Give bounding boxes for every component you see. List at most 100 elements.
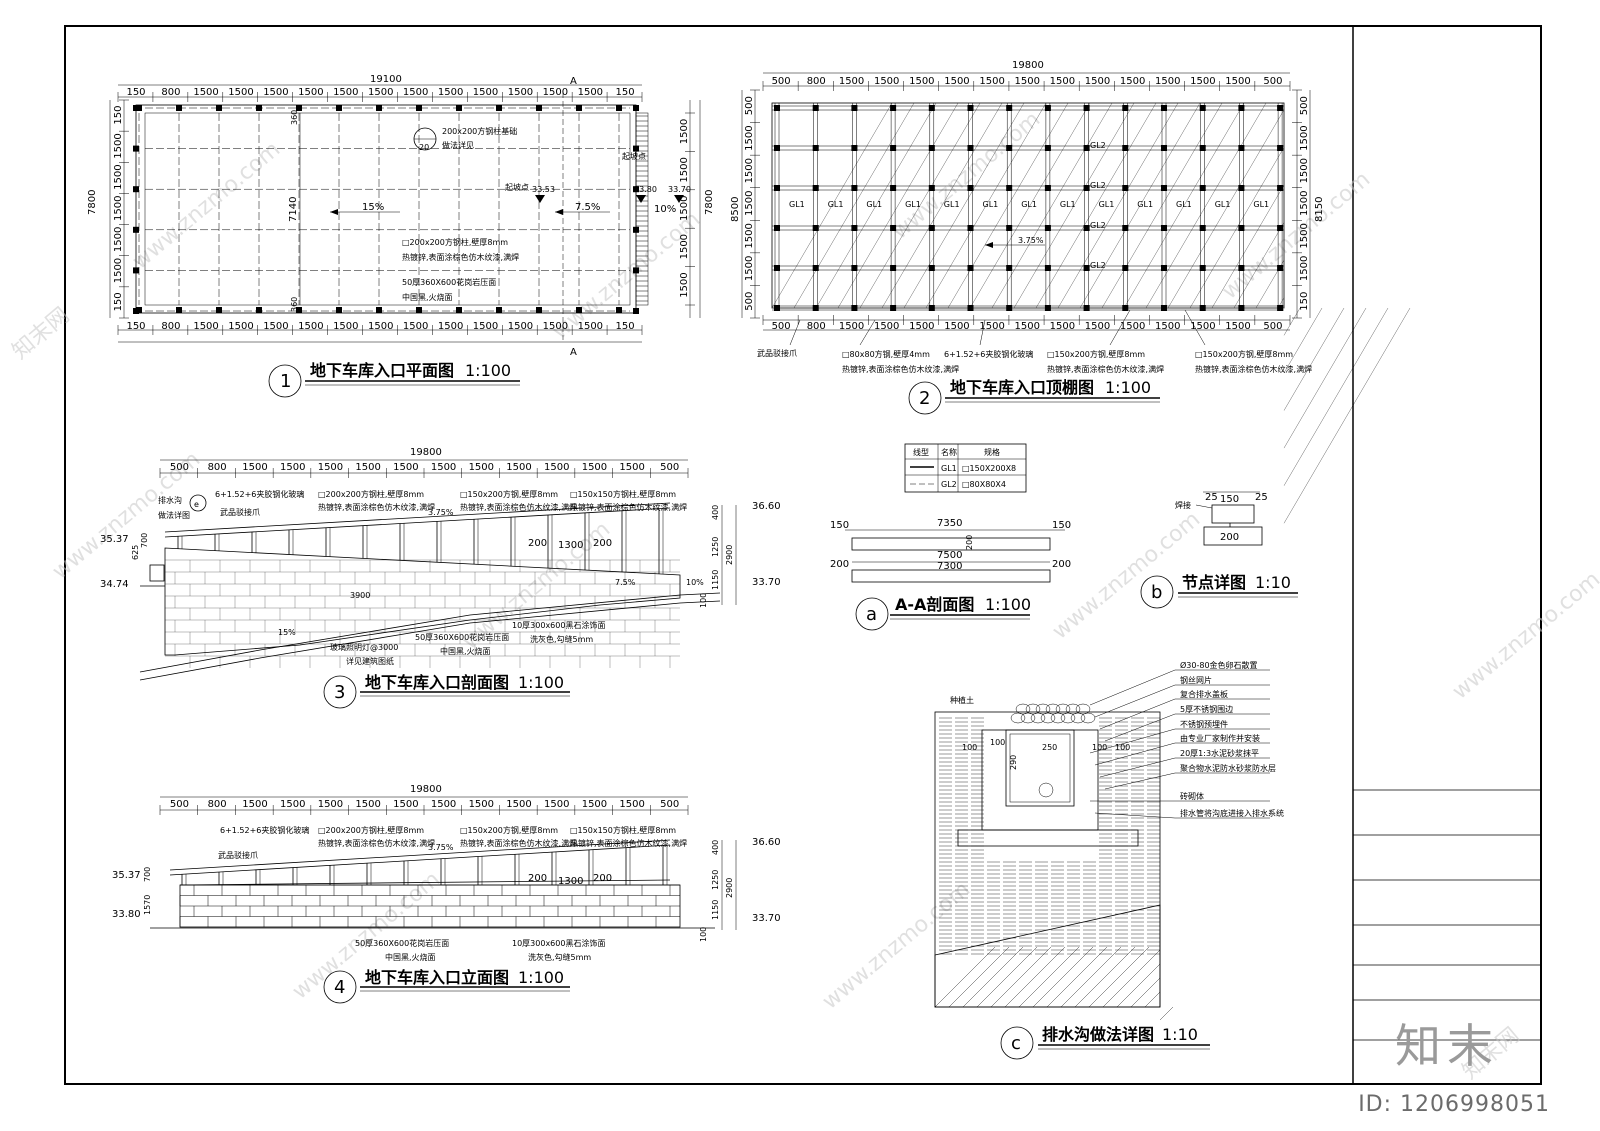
aa-title: A-A剖面图 — [895, 595, 974, 614]
plan-column — [376, 307, 382, 313]
plan-bottom-dim-5: 1500 — [298, 321, 323, 332]
ceiling-top-dim-2: 1500 — [839, 76, 864, 87]
gl2-label: GL2 — [1090, 261, 1106, 270]
ceiling-top-dim-8: 1500 — [1050, 76, 1075, 87]
ceiling-glass-hatch — [771, 102, 1411, 524]
plan-column — [616, 105, 622, 111]
section-note-8: □150x150方钢柱,壁厚8mm — [570, 489, 676, 499]
plan-index: 1 — [280, 371, 291, 392]
plan-column — [133, 186, 139, 193]
plan-top-dim-13: 1500 — [578, 87, 603, 98]
drain-note-4: 不锈钢预埋件 — [1180, 719, 1228, 729]
elevation-top-dim-6: 1500 — [393, 799, 418, 810]
gl1-label: GL1 — [866, 200, 882, 209]
drain-dim-100b: 100 — [1092, 743, 1107, 752]
section-top-dim-6: 1500 — [393, 462, 418, 473]
elevation-note-6: □150x150方钢柱,壁厚8mm — [570, 825, 676, 835]
elevation-note-9: 中国黑,火烧面 — [385, 952, 436, 962]
section-top-dim-11: 1500 — [582, 462, 607, 473]
plan-elev-1: 33.53 — [532, 185, 555, 194]
drain-title: 排水沟做法详图 — [1042, 1025, 1154, 1044]
ceiling-bottom-dim-7: 1500 — [1015, 321, 1040, 332]
section-note-11: 中国黑,火烧面 — [440, 646, 491, 656]
ceiling-bottom-dim-3: 1500 — [874, 321, 899, 332]
plan-column — [296, 105, 302, 111]
plan-ramp-hatch — [635, 112, 649, 306]
plan-column — [536, 105, 542, 111]
section-mark-bottom: A — [570, 347, 577, 358]
elevation-h-2900: 2900 — [725, 878, 734, 898]
legend-header-type: 线型 — [913, 447, 929, 457]
elevation-scale: 1:100 — [518, 968, 564, 987]
node-dim-25b: 25 — [1255, 492, 1268, 503]
plan-top-dim-4: 1500 — [263, 87, 288, 98]
drain-dim-250: 250 — [1042, 743, 1057, 752]
elevation-top-dim-12: 1500 — [619, 799, 644, 810]
section-mark-top: A — [570, 76, 577, 87]
section-elev-top: 36.60 — [752, 501, 781, 512]
drain-note-7: 聚合物水泥防水砂浆防水层 — [1180, 763, 1276, 773]
node-index: b — [1151, 582, 1162, 603]
ceiling-right-dim-0: 500 — [1299, 96, 1310, 115]
plan-elev-3: 33.70 — [668, 185, 691, 194]
drain-dim-100c: 100 — [1115, 743, 1130, 752]
plan-top-dim-5: 1500 — [298, 87, 323, 98]
elevation-h-1150: 1150 — [711, 900, 720, 920]
plan-elev-2: 33.80 — [634, 185, 657, 194]
section-elev-left: 35.37 — [100, 534, 129, 545]
section-note-3: 武品驳接爪 — [220, 507, 260, 517]
drain-dim-290: 290 — [1009, 755, 1018, 770]
plan-note-floor: 50厚360X600花岗岩压面 — [402, 277, 496, 287]
plan-bottom-dim-4: 1500 — [263, 321, 288, 332]
ceiling-right-dim-4: 1500 — [1299, 223, 1310, 248]
aa-center: 200 — [965, 535, 974, 550]
drain-note-5: 由专业厂家制作并安装 — [1180, 733, 1260, 743]
plan-bottom-dim-13: 1500 — [578, 321, 603, 332]
aa-top-left: 150 — [830, 520, 849, 531]
title-block-rows — [1353, 789, 1541, 1041]
ceiling-top-dim-4: 1500 — [909, 76, 934, 87]
ceiling-bottom-dim-6: 1500 — [979, 321, 1004, 332]
ceiling-bottom-dim-0: 500 — [772, 321, 791, 332]
section-top-dim-1: 800 — [208, 462, 227, 473]
elevation-h-100: 100 — [699, 927, 708, 942]
section-note-12: 10厚300x600黑石涂饰面 — [512, 620, 605, 630]
plan-column — [456, 105, 462, 111]
plan-note-base-2: 做法详见 — [442, 140, 474, 150]
section-overall-dim: 19800 — [410, 447, 442, 458]
plan-top-dim-9: 1500 — [438, 87, 463, 98]
section-top-dim-2: 1500 — [242, 462, 267, 473]
plan-left-dim-1: 1500 — [113, 133, 124, 158]
section-slope-2: 15% — [278, 628, 296, 637]
elevation-posts — [181, 845, 668, 885]
node-scale: 1:10 — [1255, 573, 1291, 592]
aa-scale: 1:100 — [985, 595, 1031, 614]
plan-top-dim-10: 1500 — [473, 87, 498, 98]
plan-right-dim-3: 1500 — [679, 234, 690, 259]
plan-column — [496, 105, 502, 111]
gl1-label: GL1 — [1253, 200, 1269, 209]
section-top-dim-9: 1500 — [506, 462, 531, 473]
plan-column — [416, 307, 422, 313]
plan-column — [133, 105, 139, 111]
elevation-note-0: 6+1.52+6夹胶钢化玻璃 — [220, 825, 309, 835]
watermark: www.znzmo.com — [818, 877, 975, 1015]
plan-column — [133, 267, 139, 274]
section-h-1150: 1150 — [711, 570, 720, 590]
section-note-4: □200x200方钢柱,壁厚8mm — [318, 489, 424, 499]
legend-row2-spec: □80X80X4 — [962, 480, 1006, 489]
plan-top-dim-2: 1500 — [193, 87, 218, 98]
ceiling-left-dim-3: 1500 — [744, 191, 755, 216]
ceiling-left-dim-1: 1500 — [744, 125, 755, 150]
ceiling-left-total: 8500 — [730, 197, 741, 222]
section-note-15: 详见建筑图纸 — [346, 656, 394, 666]
gl1-label: GL1 — [1060, 200, 1076, 209]
elevation-note-5: 热镀锌,表面涂棕色仿木纹漆,满焊 — [460, 838, 577, 848]
